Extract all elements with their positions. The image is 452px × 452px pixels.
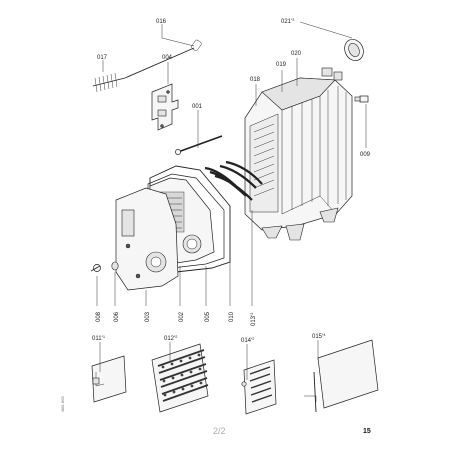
vertical-callouts: 008 006 003 002 005 010 013*2 — [96, 311, 257, 326]
callout-015: 015*4 — [312, 333, 325, 340]
part-015-sheet — [304, 339, 379, 413]
part-016-cleaning-rod — [124, 39, 202, 79]
callout-018: 018 — [250, 77, 261, 83]
part-014-small-grid — [241, 359, 277, 415]
callout-021: 021*3 — [281, 18, 294, 25]
page-indicator: 2/2 — [213, 426, 226, 436]
document-code: 4801 8/03 — [61, 396, 65, 412]
callout-008: 008 — [96, 311, 102, 322]
leader-lines — [96, 21, 367, 380]
part-009-plug — [354, 95, 369, 103]
callout-001: 001 — [192, 104, 203, 110]
callout-009: 009 — [360, 152, 371, 158]
callout-003: 003 — [145, 311, 151, 322]
part-013-turbulators — [204, 160, 263, 201]
part-017-brush — [92, 72, 126, 93]
callout-013: 013*2 — [250, 313, 257, 326]
part-008-pin — [90, 264, 101, 272]
callout-012: 012*2 — [164, 335, 177, 342]
callout-016: 016 — [156, 19, 167, 25]
part-012-grid — [151, 343, 209, 413]
callout-019: 019 — [276, 62, 287, 68]
part-004-bracket — [151, 83, 179, 131]
part-011-sheet — [91, 355, 127, 403]
callout-010: 010 — [229, 311, 235, 322]
callout-011: 011*1 — [92, 335, 105, 342]
callout-006: 006 — [114, 311, 120, 322]
callout-004: 004 — [162, 55, 173, 61]
part-021-ring — [344, 38, 364, 62]
callout-020: 020 — [291, 51, 302, 57]
callout-labels: 016 021*3 017 004 018 019 020 001 009 00… — [92, 18, 371, 344]
callout-017: 017 — [97, 55, 108, 61]
callout-005: 005 — [205, 311, 211, 322]
heat-exchanger-block — [244, 67, 353, 241]
sheet-number: 15 — [363, 428, 371, 435]
callout-002: 002 — [179, 311, 185, 322]
part-003-cover — [115, 187, 179, 291]
callout-014: 014*2 — [241, 337, 254, 344]
part-001-screw — [175, 135, 223, 155]
part-006-knob — [111, 261, 119, 271]
